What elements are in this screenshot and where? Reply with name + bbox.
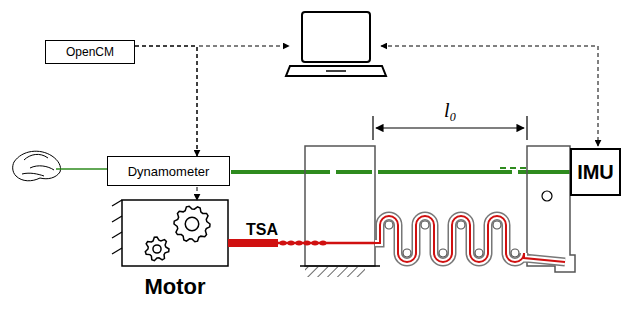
gear-hub	[153, 245, 161, 253]
node-label: Motor	[144, 274, 205, 300]
twist-bead	[296, 241, 303, 246]
serpentine-path	[375, 216, 565, 262]
pulley	[511, 249, 519, 257]
controller-box: OpenCM	[45, 40, 135, 64]
tendon-cable	[231, 170, 570, 174]
hand-icon	[13, 151, 61, 181]
motor-mount	[112, 200, 122, 254]
pulley	[439, 249, 447, 257]
cable-gaps	[500, 167, 530, 169]
gears	[145, 206, 210, 260]
channel-inner	[375, 216, 565, 262]
dimension-label: l₀	[444, 100, 457, 120]
plate-pin	[542, 191, 552, 201]
string-thin	[56, 168, 108, 170]
imu-box: IMU	[570, 148, 621, 196]
node-label: OpenCM	[66, 45, 114, 59]
twist-bead	[280, 241, 287, 246]
twist-bead	[312, 241, 319, 246]
pulley	[421, 221, 429, 229]
ground-line	[300, 265, 380, 267]
signal-connector	[135, 46, 197, 156]
twist-bead	[320, 241, 327, 246]
fixed-plate	[305, 146, 375, 266]
laptop-icon	[286, 12, 386, 76]
node-label: IMU	[577, 161, 614, 184]
motor-housing	[122, 200, 228, 266]
pulley	[475, 249, 483, 257]
motor-box: Motor	[122, 200, 228, 266]
string-routed	[375, 216, 565, 262]
twisted-string	[278, 241, 380, 246]
ground-hatch	[305, 267, 365, 277]
pulley	[457, 221, 465, 229]
pulley	[385, 221, 393, 229]
twist-bead	[288, 241, 295, 246]
channel-outline	[375, 216, 565, 262]
dynamometer-box: Dynamometer	[107, 156, 230, 186]
gear-hub	[185, 217, 199, 231]
pulley	[403, 249, 411, 257]
actuator-label: TSA	[246, 222, 278, 238]
twist-bead	[304, 241, 311, 246]
pulley	[493, 221, 501, 229]
gear	[174, 206, 210, 242]
signal-lines	[199, 46, 598, 146]
node-label: Dynamometer	[128, 164, 210, 179]
tsa-twist-motor	[228, 239, 278, 247]
gear	[145, 237, 169, 261]
moving-plate	[527, 146, 575, 272]
